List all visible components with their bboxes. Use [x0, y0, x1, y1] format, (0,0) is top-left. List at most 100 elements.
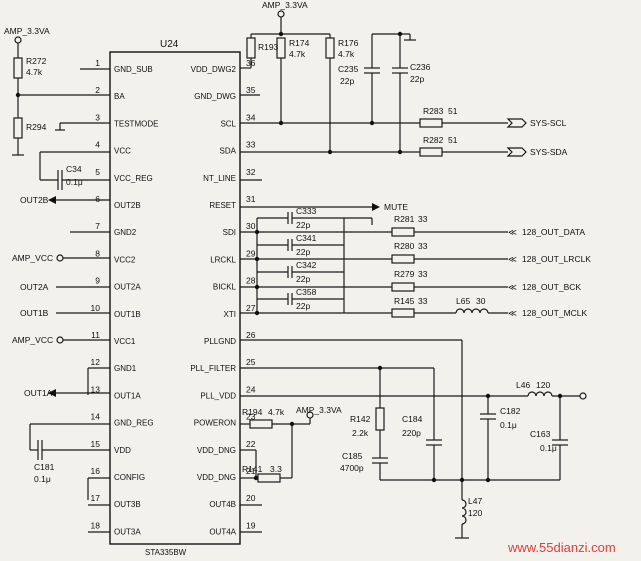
svg-text:≪: ≪: [508, 282, 517, 292]
pin-number-right: 31: [246, 194, 256, 204]
c235-label: C235: [338, 64, 359, 74]
pin-name-right: PLLGND: [204, 337, 236, 346]
right-pin-group: VDD_DWG236GND_DWG35SCL34SDA33NT_LINE32RE…: [190, 58, 255, 536]
c34-label: C34: [66, 164, 82, 174]
pin-name-right: VDD_DNG: [197, 473, 236, 482]
pin-name-left: VCC1: [114, 337, 136, 346]
c163-label: C163: [530, 429, 551, 439]
r194-label: R194: [242, 407, 263, 417]
r283-resistor: [419, 118, 443, 128]
pin-number-right: 25: [246, 357, 256, 367]
chip-part: STA335BW: [145, 548, 187, 557]
pin-name-right: XTI: [224, 310, 236, 319]
r174-label: R174: [289, 38, 310, 48]
r176-label: R176: [338, 38, 359, 48]
r279-value: 33: [418, 269, 428, 279]
pin-name-right: SCL: [220, 119, 236, 128]
watermark: www.55dianzi.com: [507, 540, 616, 555]
pin-name-left: GND_SUB: [114, 65, 153, 74]
chip-name: U24: [160, 39, 179, 50]
pin-name-left: VCC_REG: [114, 174, 153, 183]
r272-value: 4.7k: [26, 67, 43, 77]
l65-label: L65: [456, 296, 470, 306]
pin-number-left: 2: [95, 85, 100, 95]
pin-number-right: 34: [246, 112, 256, 122]
sys-scl-label: SYS-SCL: [530, 118, 567, 128]
r281-label: R281: [394, 214, 415, 224]
r279-label: R279: [394, 269, 415, 279]
amp-top-label: AMP_3.3VA: [262, 0, 308, 10]
pin-name-left: VDD: [114, 446, 131, 455]
left-pin-group: GND_SUB1BA2TESTMODE3VCC4VCC_REG5OUT2B6GN…: [91, 58, 159, 536]
c358-label: C358: [296, 287, 317, 297]
r142-label: R142: [350, 414, 371, 424]
pin-number-right: 22: [246, 439, 256, 449]
pin-number-left: 16: [91, 466, 101, 476]
c34-value: 0.1μ: [66, 177, 83, 187]
r280-label: R280: [394, 241, 415, 251]
pin-name-left: TESTMODE: [114, 119, 158, 128]
pin-name-left: OUT1A: [114, 391, 141, 400]
r294-resistor: [13, 117, 23, 139]
pin-number-left: 11: [91, 330, 100, 340]
svg-text:≪: ≪: [508, 308, 517, 318]
data-net-label: 128_OUT_DATA: [522, 227, 585, 237]
pin-number-left: 12: [91, 357, 101, 367]
pin-number-left: 7: [95, 221, 100, 231]
c341-value: 22p: [296, 247, 310, 257]
r142-resistor: [375, 407, 385, 431]
l47-value: 120: [468, 508, 482, 518]
pin-name-left: GND1: [114, 364, 137, 373]
r294-label: R294: [26, 122, 47, 132]
r176-resistor: [325, 37, 335, 59]
c236-value: 22p: [410, 74, 424, 84]
r142-value: 2.2k: [352, 428, 369, 438]
pin-number-right: 32: [246, 167, 256, 177]
pin-name-right: NT_LINE: [203, 174, 236, 183]
pin-name-right: PLL_FILTER: [190, 364, 236, 373]
r282-resistor: [419, 147, 443, 157]
pin-name-right: VDD_DWG2: [191, 65, 237, 74]
pin-name-right: GND_DWG: [194, 92, 236, 101]
amp-vcc8-label: AMP_VCC: [12, 253, 53, 263]
amp-poweron-label: AMP_3.3VA: [296, 405, 342, 415]
c333-value: 22p: [296, 220, 310, 230]
right-circuit: AMP_3.3VA R193 R174 4.7k R176 4.7k: [240, 0, 591, 539]
c341-label: C341: [296, 233, 317, 243]
pin-name-right: SDI: [223, 228, 236, 237]
pin-number-left: 6: [95, 194, 100, 204]
lrclk-net-label: 128_OUT_LRCLK: [522, 254, 591, 264]
c182-value: 0.1μ: [500, 420, 517, 430]
pin-name-left: OUT3A: [114, 527, 141, 536]
pin-name-left: CONFIG: [114, 473, 145, 482]
c181-value: 0.1μ: [34, 474, 51, 484]
pin-number-left: 10: [91, 303, 101, 313]
r141-value: 3.3: [270, 464, 282, 474]
pin-number-left: 13: [91, 384, 101, 394]
r283-label: R283: [423, 106, 444, 116]
c342-label: C342: [296, 260, 317, 270]
pin-name-right: PLL_VDD: [200, 391, 236, 400]
c182-label: C182: [500, 406, 521, 416]
r283-value: 51: [448, 106, 458, 116]
r282-label: R282: [423, 135, 444, 145]
l65-inductor: [455, 308, 489, 314]
r272-resistor: [13, 57, 23, 79]
r145-label: R145: [394, 296, 415, 306]
r141-label: R141: [242, 464, 263, 474]
l46-inductor: [527, 391, 553, 397]
mclk-net-label: 128_OUT_MCLK: [522, 308, 588, 318]
r281-resistor: [391, 227, 415, 237]
l46-value: 120: [536, 380, 550, 390]
pin-number-left: 15: [91, 439, 101, 449]
c184-label: C184: [402, 414, 423, 424]
r272-label: R272: [26, 56, 47, 66]
amp-top-left-label: AMP_3.3VA: [4, 26, 50, 36]
svg-text:≪: ≪: [508, 227, 517, 237]
pin-name-left: OUT2B: [114, 201, 141, 210]
r193-resistor: [246, 37, 256, 59]
pin-name-left: OUT3B: [114, 500, 141, 509]
out1a-label: OUT1A: [24, 388, 53, 398]
pin-number-right: 20: [246, 493, 256, 503]
